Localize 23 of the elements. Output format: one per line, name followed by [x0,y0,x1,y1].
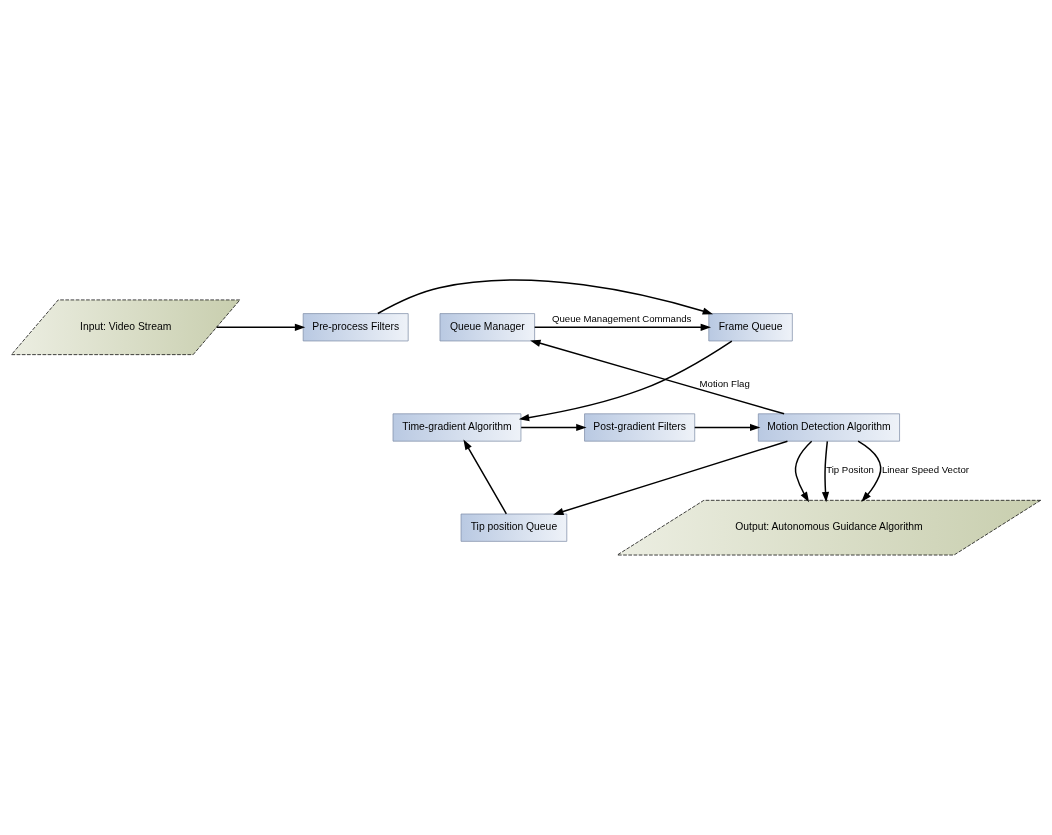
edge-label: Queue Management Commands [551,313,692,325]
arrow [821,440,830,503]
node-box: Tip position Queue [460,513,568,542]
arrow [530,339,785,415]
arrow [794,440,813,503]
arrow [533,323,711,331]
edge-label: Tip Positon [826,464,874,476]
node-box: Frame Queue [708,313,793,342]
arrow [553,440,789,515]
node-box: Pre-process Filters [302,313,409,342]
arrow [857,440,882,502]
node-box: Post-gradient Filters [584,413,696,442]
edge-label: Linear Speed Vector [881,464,969,476]
arrow [377,279,714,315]
edge-label: Motion Flag [699,377,750,389]
arrow [215,323,306,331]
node-box: Motion Detection Algorithm [757,413,900,442]
arrow [520,423,587,432]
node-box: Time-gradient Algorithm [392,413,522,442]
arrow [463,439,508,515]
arrow [518,340,733,422]
arrow [694,423,761,432]
node-box: Queue Manager [439,313,535,342]
